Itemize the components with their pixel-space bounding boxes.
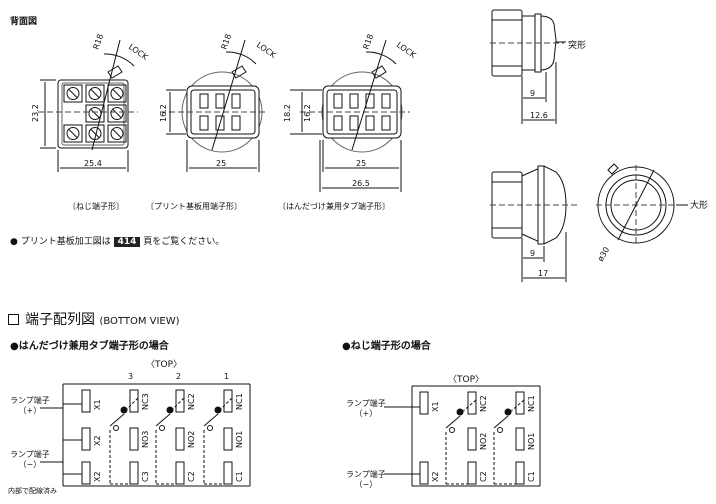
col-3-label: 3 bbox=[128, 372, 133, 381]
solder-terminal-drawing bbox=[290, 39, 410, 192]
right-top-label: 〈TOP〉 bbox=[448, 375, 485, 385]
page-title: 背面図 bbox=[10, 17, 38, 27]
term-nc1: NC1 bbox=[235, 393, 244, 410]
dim-9-convex: 9 bbox=[530, 89, 535, 98]
dim-lock-solder: LOCK bbox=[395, 40, 418, 60]
rterm-x1: X1 bbox=[431, 401, 440, 412]
left-top-label: 〈TOP〉 bbox=[146, 360, 183, 370]
term-x1: X1 bbox=[93, 399, 102, 410]
term-no3: NO3 bbox=[141, 431, 150, 448]
dim-lock-screw: LOCK bbox=[127, 42, 150, 62]
dim-h162-pcb: 16.2 bbox=[159, 104, 168, 122]
right-lamp-minus: ランプ端子 （−） bbox=[346, 470, 386, 489]
col-2-label: 2 bbox=[176, 372, 181, 381]
section-subtitle: (BOTTOM VIEW) bbox=[99, 316, 180, 327]
left-internal-note: 内部で配線済み bbox=[8, 487, 57, 495]
dim-r18-pcb: R18 bbox=[219, 33, 233, 51]
screw-grid bbox=[63, 84, 127, 143]
rterm-nc2: NC2 bbox=[479, 395, 488, 412]
screw-terminal-drawing bbox=[38, 39, 138, 172]
term-c2: C2 bbox=[187, 471, 196, 482]
term-nc2: NC2 bbox=[187, 393, 196, 410]
caption-solder: 〔はんだづけ兼用タブ端子形〕 bbox=[278, 202, 390, 211]
dim-126: 12.6 bbox=[530, 111, 548, 120]
left-lamp-minus: ランプ端子 （−） bbox=[10, 450, 50, 469]
note-line: ● プリント基板加工図は 414 頁をご覧ください。 bbox=[10, 234, 224, 247]
label-convex: 突形 bbox=[568, 41, 587, 51]
square-icon bbox=[8, 314, 19, 325]
term-no1: NO1 bbox=[235, 431, 244, 448]
left-terminal-diagram bbox=[40, 383, 251, 487]
label-large: 大形 bbox=[690, 201, 709, 211]
dim-h182: 18.2 bbox=[283, 104, 292, 122]
term-no2: NO2 bbox=[187, 431, 196, 448]
dim-h232: 23.2 bbox=[31, 104, 40, 122]
rterm-nc1: NC1 bbox=[527, 395, 536, 412]
rterm-c1: C1 bbox=[527, 471, 536, 482]
dim-phi30: ø30 bbox=[596, 245, 611, 263]
term-c3: C3 bbox=[141, 471, 150, 482]
dim-w25-solder: 25 bbox=[356, 159, 366, 168]
pcb-terminal-drawing bbox=[160, 39, 268, 172]
dim-r18-solder: R18 bbox=[361, 33, 375, 51]
front-view-large bbox=[596, 163, 688, 245]
section-heading: 端子配列図 (BOTTOM VIEW) bbox=[8, 309, 180, 329]
side-view-convex bbox=[490, 9, 566, 124]
bullet-icon: ● bbox=[10, 341, 19, 352]
right-heading: ●ねじ端子形の場合 bbox=[342, 341, 431, 352]
term-c1: C1 bbox=[235, 471, 244, 482]
side-view-large bbox=[490, 165, 580, 282]
note-after: 頁をご覧ください。 bbox=[143, 237, 225, 247]
bullet-icon: ● bbox=[10, 237, 18, 247]
note-before: プリント基板加工図は bbox=[20, 237, 111, 247]
left-lamp-plus: ランプ端子 （+） bbox=[10, 396, 50, 415]
dim-w254: 25.4 bbox=[84, 159, 102, 168]
dim-h162-solder: 16.2 bbox=[303, 104, 312, 122]
col-1-label: 1 bbox=[224, 372, 229, 381]
term-x2a: X2 bbox=[93, 435, 102, 446]
rterm-no1: NO1 bbox=[527, 433, 536, 450]
caption-screw: 〔ねじ端子形〕 bbox=[68, 202, 124, 211]
dim-lock-pcb: LOCK bbox=[255, 40, 278, 60]
bullet-icon: ● bbox=[342, 341, 351, 352]
caption-pcb: 〔プリント基板用端子形〕 bbox=[146, 202, 242, 211]
dim-r18-screw: R18 bbox=[91, 33, 105, 51]
dim-w25-pcb: 25 bbox=[216, 159, 226, 168]
rterm-no2: NO2 bbox=[479, 433, 488, 450]
rterm-c2: C2 bbox=[479, 471, 488, 482]
term-nc3: NC3 bbox=[141, 393, 150, 410]
term-x2b: X2 bbox=[93, 471, 102, 482]
dim-9-large: 9 bbox=[530, 249, 535, 258]
left-heading: ●はんだづけ兼用タブ端子形の場合 bbox=[10, 341, 169, 352]
section-title: 端子配列図 bbox=[25, 312, 95, 328]
dim-w265: 26.5 bbox=[352, 179, 370, 188]
dim-17: 17 bbox=[538, 269, 548, 278]
right-terminal-diagram bbox=[384, 385, 541, 487]
rterm-x2: X2 bbox=[431, 471, 440, 482]
right-lamp-plus: ランプ端子 （+） bbox=[346, 399, 386, 418]
page-ref-badge[interactable]: 414 bbox=[113, 237, 141, 247]
